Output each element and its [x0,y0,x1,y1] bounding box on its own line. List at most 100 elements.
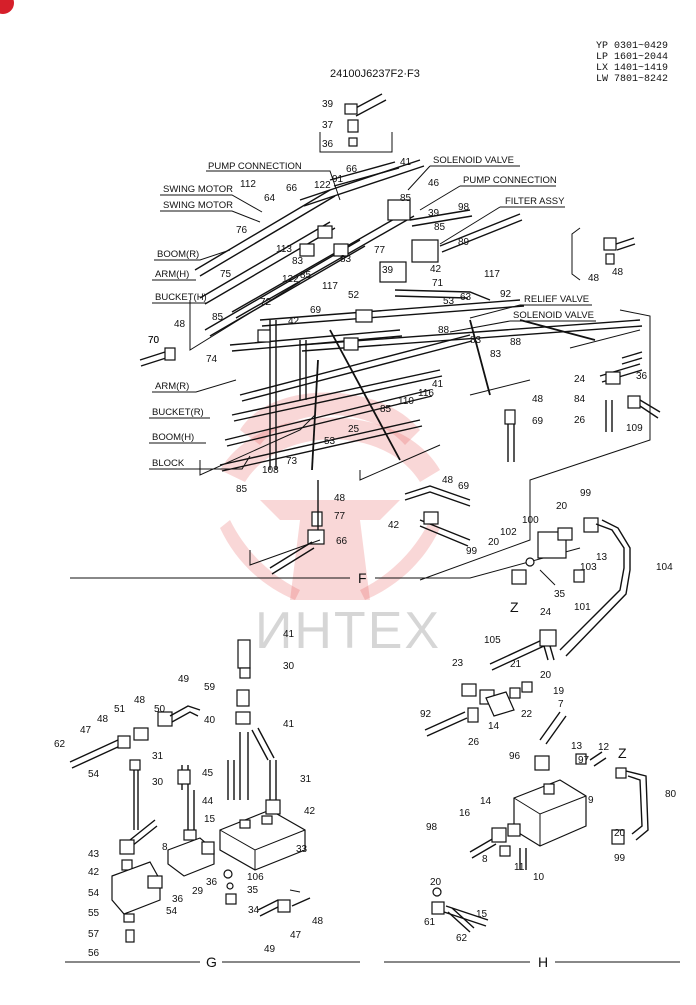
part-number: 48 [312,916,324,927]
part-number: 13 [571,741,583,752]
part-number: 122 [314,180,331,191]
part-number: 85 [434,222,446,233]
part-number: 57 [88,929,100,940]
part-number: 85 [300,270,312,281]
part-number: 88 [510,337,522,348]
part-number: 20 [540,670,552,681]
part-number: 22 [521,709,533,720]
part-number: 100 [522,515,539,526]
watermark-text: ИНТЕХ [255,602,441,660]
part-number: 40 [204,715,216,726]
part-number: 99 [466,546,478,557]
part-number: 16 [459,808,471,819]
part-number: 73 [286,456,298,467]
part-number: 92 [500,289,512,300]
part-number: 7 [558,699,564,710]
callout-arm-r: ARM(R) [155,381,189,392]
part-number: 52 [348,290,360,301]
callout-arm-h: ARM(H) [155,269,189,280]
drawing-code: 24100J6237F2·F3 [330,68,420,80]
part-numbers-g: 41 30 59 40 41 49 48 50 51 47 48 62 54 3… [54,629,324,959]
part-number: 34 [248,905,260,916]
part-number: 122 [282,274,299,285]
part-number: 48 [442,475,454,486]
part-number: 42 [304,806,316,817]
part-number: 24 [540,607,552,618]
part-number: 20 [614,828,626,839]
part-number: 63 [460,292,472,303]
part-number: 10 [533,872,545,883]
part-numbers-f: 39 37 36 66 41 122 91 112 64 66 46 85 39… [148,99,648,547]
callout-pump-connection-2: PUMP CONNECTION [463,175,557,186]
part-number: 35 [554,589,566,600]
part-number: 99 [614,853,626,864]
part-number: 36 [206,877,218,888]
part-number: 96 [509,751,521,762]
part-number: 36 [322,139,334,150]
part-number: 69 [532,416,544,427]
part-number: 77 [374,245,386,256]
section-f-drawing [70,93,661,581]
part-number: 76 [236,225,248,236]
part-number: 105 [484,635,501,646]
part-number: 20 [430,877,442,888]
callout-boom-h: BOOM(H) [152,432,194,443]
part-number: 39 [428,208,440,219]
part-number: 48 [612,267,624,278]
part-number: 39 [322,99,334,110]
part-number: 98 [426,822,438,833]
part-number: 8 [482,854,488,865]
part-number: 48 [174,319,186,330]
part-number: 71 [432,278,444,289]
section-h-drawing [384,629,680,963]
part-number: 83 [292,256,304,267]
part-number: 70 [148,335,160,346]
part-number: 110 [398,396,414,407]
part-number: 117 [484,269,500,280]
part-number: 66 [346,164,358,175]
part-number: 104 [656,562,673,573]
section-label-g: G [206,954,217,970]
serial-range-4: LW 7801~8242 [596,74,668,85]
part-number: 69 [458,481,470,492]
part-number: 24 [574,374,586,385]
part-number: 113 [276,244,292,255]
part-number: 54 [88,769,100,780]
serial-range-2: LP 1601~2044 [596,52,668,63]
part-number: 36 [172,894,184,905]
part-number: 33 [296,844,308,855]
part-number: 74 [206,354,218,365]
part-number: 49 [264,944,276,955]
serial-range-1: YP 0301~0429 [596,41,668,52]
callout-bucket-h: BUCKET(H) [155,292,207,303]
part-number: 26 [574,415,586,426]
callout-bucket-r: BUCKET(R) [152,407,204,418]
part-number: 45 [202,768,214,779]
part-number: 14 [488,721,500,732]
part-number: 36 [636,371,648,382]
part-number: 61 [424,917,436,928]
callout-block: BLOCK [152,458,185,469]
part-number: 97 [578,755,590,766]
callout-group: PUMP CONNECTION SOLENOID VALVE PUMP CONN… [149,155,596,470]
callout-filter-assy: FILTER ASSY [505,196,565,207]
part-number: 83 [340,254,352,265]
part-number: 72 [260,297,272,308]
section-f-right-drawing [511,517,631,657]
part-number: 77 [334,511,346,522]
part-numbers-f-right: 99 20 100 13 102 103 99 20 35 101 104 [466,488,673,613]
part-number: 62 [54,739,66,750]
part-number: 20 [488,537,500,548]
part-number: 31 [152,751,164,762]
part-number: 48 [334,493,346,504]
part-number: 62 [456,933,468,944]
part-number: 101 [574,602,591,613]
part-number: 15 [204,814,216,825]
part-number: 41 [400,157,412,168]
part-number: 53 [443,296,455,307]
part-number: 26 [468,737,480,748]
part-number: 69 [310,305,322,316]
part-number: 23 [452,658,464,669]
part-number: 54 [166,906,178,917]
